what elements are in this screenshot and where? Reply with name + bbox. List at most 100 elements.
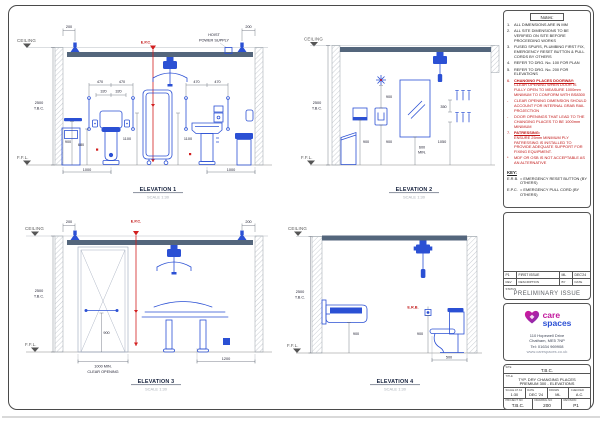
address-line-1: 110 Hopewell Drive xyxy=(529,332,565,338)
key-text: = EMERGENCY PULL CORD (BY OTHERS) xyxy=(520,187,580,198)
svg-text:ELEVATION 3: ELEVATION 3 xyxy=(138,379,175,385)
svg-text:680: 680 xyxy=(78,143,84,147)
epc-pull-cord: E.P.C. xyxy=(131,220,141,346)
left-wall xyxy=(54,47,64,166)
revision-table: P1 FIRST ISSUE ML DEC'24 REV DESCRIPTION… xyxy=(503,212,591,300)
svg-text:900: 900 xyxy=(386,95,392,99)
scale-cell: SCALE AT A3 1:30 xyxy=(504,388,526,398)
website-link[interactable]: www.carespaces.co.uk xyxy=(526,349,568,355)
dim-900-shelf: 900 xyxy=(65,121,74,165)
note-item: 4. REFER TO DRG. No. 100 FOR PLAN xyxy=(507,60,587,66)
note-number: 3. xyxy=(507,44,511,50)
svg-text:1000 MIN.: 1000 MIN. xyxy=(94,365,112,369)
svg-text:900: 900 xyxy=(65,140,71,144)
track-bracket-right xyxy=(237,42,247,52)
key-abbr: E.P.C. xyxy=(507,187,518,193)
grab-rail-left-1 xyxy=(87,96,91,131)
svg-text:1200: 1200 xyxy=(222,357,230,361)
note-text: REFER TO DRG. No. 200 FOR ELEVATIONS xyxy=(514,66,569,77)
grab-rail-right-1 xyxy=(184,96,188,131)
coat-hooks xyxy=(455,90,471,123)
svg-text:SCALE 1:30: SCALE 1:30 xyxy=(145,387,168,392)
hoist-track xyxy=(67,230,253,245)
svg-text:F.F.L.: F.F.L. xyxy=(25,342,37,347)
paper-towel-dispenser xyxy=(352,107,368,121)
ceiling-level-marker: CEILING xyxy=(25,226,268,237)
address-line-2: Chatham, ME5 7NP xyxy=(529,338,565,344)
drawing-title: TYP. DRY CHANGING PLACES PREMIUM 300 - E… xyxy=(518,376,576,387)
rev-date: DEC'24 xyxy=(574,273,587,277)
door xyxy=(77,246,129,353)
dim-900-soap: 900 xyxy=(379,124,392,165)
dim-door-opening: 1000 MIN. CLEAR OPENING xyxy=(77,354,129,374)
ceiling-hoist xyxy=(152,57,188,87)
rev-id: P1 xyxy=(504,272,517,278)
top-dim-left: 200 xyxy=(62,220,76,232)
dim-320: 320 320 xyxy=(95,90,127,97)
svg-text:900: 900 xyxy=(353,332,359,336)
svg-text:T.B.C.: T.B.C. xyxy=(34,107,44,111)
svg-text:200: 200 xyxy=(245,25,251,29)
drawing-no-cell: DRAWING NO 200 xyxy=(533,398,562,409)
revision-cell: REVISION P1 xyxy=(563,399,579,408)
meta-row: SCALE AT A3 1:30 DATE DEC '24 DRAWN ML C… xyxy=(504,388,590,399)
note-number: 6. xyxy=(507,77,511,83)
dim-1100-left: 1100 xyxy=(123,112,139,165)
company-block: care spaces 110 Hopewell Drive Chatham, … xyxy=(503,303,591,361)
status-value: PRELIMINARY ISSUE xyxy=(513,290,581,297)
hoist-power-supply-box xyxy=(224,47,233,54)
note-item: 7. PATRESSING:ENSURE 25mm MINIMUM PLY PA… xyxy=(507,130,587,155)
dim-470-right: 470 470 xyxy=(185,80,229,96)
svg-text:SCALE 1:30: SCALE 1:30 xyxy=(384,387,407,392)
svg-text:320: 320 xyxy=(115,90,121,94)
svg-text:T.B.C.: T.B.C. xyxy=(312,107,322,111)
key-entry: E.R.B. = EMERGENCY RESET BUTTON (BY OTHE… xyxy=(507,176,587,187)
note-number: 4. xyxy=(507,60,511,66)
shelf xyxy=(64,118,82,122)
svg-text:CEILING: CEILING xyxy=(25,226,44,231)
elevation-4-drawing: CEILING F.F.L. 2500 T.B.C. xyxy=(287,226,482,392)
dim-1050-hooks: 1050 xyxy=(438,121,452,165)
svg-text:470: 470 xyxy=(97,80,103,84)
wall-control-box xyxy=(223,338,230,345)
svg-text:2500: 2500 xyxy=(296,290,304,294)
svg-text:320: 320 xyxy=(100,90,106,94)
left-wall xyxy=(54,235,64,353)
right-wall xyxy=(254,235,264,353)
care-spaces-heart-logo-icon xyxy=(523,309,541,330)
hoist-track xyxy=(322,235,467,241)
note-item: - DOOR OPENINGS THAT LEAD TO THE CHANGIN… xyxy=(507,114,587,129)
door-grab-rail xyxy=(84,309,119,312)
svg-text:900: 900 xyxy=(363,140,369,144)
grab-rail-left-2 xyxy=(131,96,135,131)
changing-bench xyxy=(141,301,229,353)
dim-900-towel: 900 xyxy=(358,119,369,165)
svg-text:1000: 1000 xyxy=(227,168,235,172)
track-bracket-right xyxy=(237,230,247,240)
adjustable-washbasin xyxy=(321,299,368,325)
company-name: care spaces xyxy=(543,311,572,328)
elevation-2-drawing: CEILING F.F.L. 2500 T.B.C. xyxy=(301,37,500,200)
note-text: ENSURE 25mm MINIMUM PLY PATRESSING IS IN… xyxy=(514,134,583,155)
note-number: - xyxy=(507,114,509,120)
svg-text:CLEAR OPENING: CLEAR OPENING xyxy=(87,370,118,374)
elevation-title: ELEVATION 1 SCALE 1:30 xyxy=(133,187,183,200)
dim-1100-right: 1100 xyxy=(176,112,192,165)
toilet xyxy=(92,110,130,165)
svg-text:600: 600 xyxy=(419,146,425,150)
svg-text:SCALE 1:30: SCALE 1:30 xyxy=(403,195,426,200)
note-item: 6. CHANGING PLACES DOORWAY:CLEAR OPENING… xyxy=(507,77,587,98)
height-dim-2500: 2500 T.B.C. xyxy=(312,45,330,166)
hoist-track xyxy=(67,42,253,57)
ceiling-level-marker: CEILING xyxy=(288,226,477,237)
svg-text:500: 500 xyxy=(446,356,452,360)
note-number: 1. xyxy=(507,22,511,27)
ceiling-hoist xyxy=(413,240,433,278)
svg-text:ELEVATION 2: ELEVATION 2 xyxy=(396,187,433,193)
svg-text:200: 200 xyxy=(66,25,72,29)
status-label: STATUS xyxy=(505,286,517,291)
dim-1000-left: 1000 xyxy=(62,167,112,174)
track-bracket-left xyxy=(70,230,80,240)
svg-text:E.P.C.: E.P.C. xyxy=(141,41,151,45)
